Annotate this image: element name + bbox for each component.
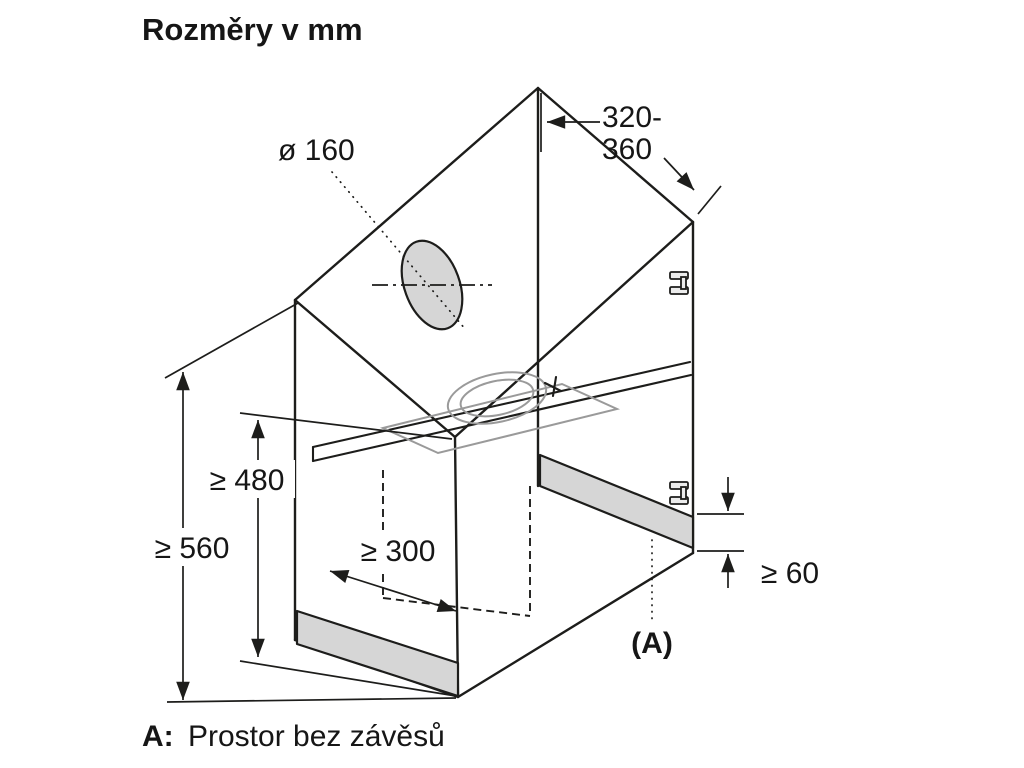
footnote-text: Prostor bez závěsů (188, 720, 445, 753)
hinge-area-label: (A) (631, 627, 673, 660)
duct-collar-outer (446, 371, 548, 425)
total-height-ext-bottom (166, 697, 457, 703)
diameter-leader-line (331, 171, 467, 331)
hood-hidden-edge-bottom (382, 597, 531, 617)
footnote-label: A: (142, 720, 174, 753)
inner-height-ext-top (239, 412, 453, 440)
hinge-top (669, 271, 689, 295)
shelf-front-edge (311, 360, 692, 449)
depth-range-label-line2: 360 (602, 133, 652, 166)
duct-hole (372, 239, 492, 331)
inner-height-label-bg (199, 460, 295, 498)
cabinet-front-left-post (453, 435, 460, 697)
total-height-label-bg (145, 528, 239, 566)
total-height-label: ≥ 560 (155, 532, 230, 565)
dim-inner-depth: ≥ 300 (329, 532, 457, 612)
footnote: A: Prostor bez závěsů (142, 720, 445, 753)
hinge-bottom-stem (680, 486, 687, 500)
hinge-bottom (669, 481, 689, 505)
hinge-area-marker: (A) (631, 539, 673, 660)
duct-collar-inner (459, 378, 535, 418)
hinge-top-stem (680, 276, 687, 290)
duct-diameter-label: ø 160 (278, 134, 355, 167)
shelf (311, 360, 693, 463)
hood-top-plate (379, 382, 621, 455)
hinge-clearance-zone (538, 453, 695, 550)
total-height-ext-top (164, 302, 299, 379)
dim-depth-range: 320- 360 (540, 93, 722, 215)
dim-inner-height: ≥ 480 (199, 412, 457, 697)
front-panel-strip (295, 609, 460, 698)
depth-range-label-line1: 320- (602, 101, 662, 134)
cabinet-outline (293, 86, 695, 699)
inner-depth-dim-line (329, 570, 457, 612)
depth-ext-line-right (697, 185, 722, 215)
inner-height-ext-bottom (239, 660, 457, 697)
duct-collar-clip (543, 375, 563, 398)
hinge-clearance-label: ≥ 60 (761, 557, 819, 590)
dim-duct-diameter: ø 160 (278, 134, 467, 331)
dim-total-height: ≥ 560 (145, 302, 457, 703)
depth-dim-line-right (663, 157, 695, 191)
dim-hinge-clearance: ≥ 60 (697, 477, 819, 590)
page-title: Rozměry v mm (142, 12, 363, 47)
inner-height-label: ≥ 480 (210, 464, 285, 497)
inner-depth-label: ≥ 300 (361, 535, 436, 568)
shelf-thickness-edge (311, 373, 693, 463)
inner-depth-label-bg (349, 532, 447, 569)
cabinet-bottom-front-edge (456, 551, 695, 699)
